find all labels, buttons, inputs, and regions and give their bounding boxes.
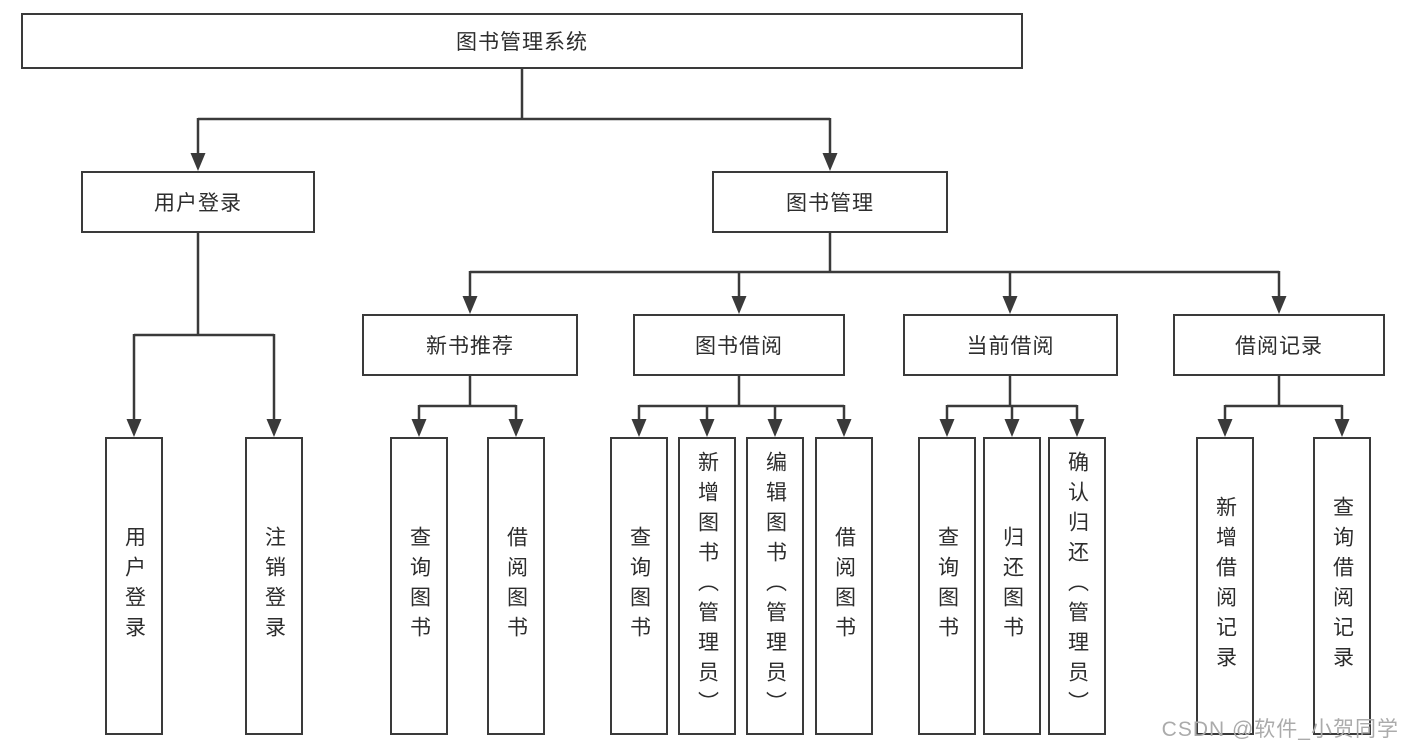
node-label: 图书管理: [786, 192, 874, 215]
connector-book-borrow-children: [631, 376, 852, 437]
leaf-add-books-admin: 新增图书（管理员）: [678, 437, 736, 735]
node-label: 归还图书: [1000, 526, 1024, 646]
connector-book-management-children: [462, 233, 1287, 314]
arrowhead: [1271, 296, 1287, 314]
arrowhead: [1217, 419, 1233, 437]
arrowhead: [508, 419, 524, 437]
node-label: 用户登录: [154, 192, 242, 215]
leaf-borrow-books: 借阅图书: [815, 437, 873, 735]
arrowhead: [1334, 419, 1350, 437]
leaf-borrow-books-recommend: 借阅图书: [487, 437, 545, 735]
arrowhead: [190, 153, 206, 171]
leaf-query-books-current: 查询图书: [918, 437, 976, 735]
arrowhead: [822, 153, 838, 171]
arrowhead: [126, 419, 142, 437]
node-label: 新增借阅记录: [1213, 496, 1237, 676]
arrowhead: [1069, 419, 1085, 437]
arrowhead: [939, 419, 955, 437]
connector-user-login-children: [126, 233, 282, 437]
node-label: 借阅图书: [832, 526, 856, 646]
node-label: 当前借阅: [966, 335, 1055, 358]
node-user-login: 用户登录: [81, 171, 315, 233]
node-label: 新书推荐: [426, 335, 514, 358]
node-borrow-records: 借阅记录: [1173, 314, 1385, 376]
connector-root-to-level2: [190, 69, 838, 171]
node-new-book-recommend: 新书推荐: [362, 314, 578, 376]
node-label: 查询图书: [627, 526, 651, 646]
arrowhead: [462, 296, 478, 314]
node-label: 新增图书（管理员）: [695, 451, 719, 721]
node-label: 查询借阅记录: [1330, 496, 1354, 676]
leaf-query-borrow-record: 查询借阅记录: [1313, 437, 1371, 735]
arrowhead: [631, 419, 647, 437]
arrowhead: [266, 419, 282, 437]
node-label: 借阅记录: [1235, 335, 1323, 358]
node-label: 用户登录: [122, 526, 146, 646]
node-book-management: 图书管理: [712, 171, 948, 233]
node-label: 借阅图书: [504, 526, 528, 646]
arrowhead: [731, 296, 747, 314]
leaf-edit-books-admin: 编辑图书（管理员）: [746, 437, 804, 735]
leaf-return-books: 归还图书: [983, 437, 1041, 735]
leaf-confirm-return-admin: 确认归还（管理员）: [1048, 437, 1106, 735]
arrowhead: [767, 419, 783, 437]
leaf-user-login: 用户登录: [105, 437, 163, 735]
leaf-query-books-recommend: 查询图书: [390, 437, 448, 735]
connector-new-book-children: [411, 376, 524, 437]
leaf-query-books-borrow: 查询图书: [610, 437, 668, 735]
node-library-management-system: 图书管理系统: [21, 13, 1023, 69]
arrowhead: [411, 419, 427, 437]
node-current-borrow: 当前借阅: [903, 314, 1118, 376]
node-book-borrow: 图书借阅: [633, 314, 845, 376]
node-label: 编辑图书（管理员）: [763, 451, 787, 721]
arrowhead: [1002, 296, 1018, 314]
node-label: 注销登录: [262, 526, 286, 646]
node-label: 查询图书: [407, 526, 431, 646]
leaf-add-borrow-record: 新增借阅记录: [1196, 437, 1254, 735]
node-label: 图书管理系统: [456, 31, 588, 54]
node-label: 确认归还（管理员）: [1065, 451, 1089, 721]
node-label: 图书借阅: [695, 335, 783, 358]
arrowhead: [836, 419, 852, 437]
connector-borrow-records-children: [1217, 376, 1350, 437]
arrowhead: [699, 419, 715, 437]
node-label: 查询图书: [935, 526, 959, 646]
connector-current-borrow-children: [939, 376, 1085, 437]
arrowhead: [1004, 419, 1020, 437]
leaf-logout: 注销登录: [245, 437, 303, 735]
